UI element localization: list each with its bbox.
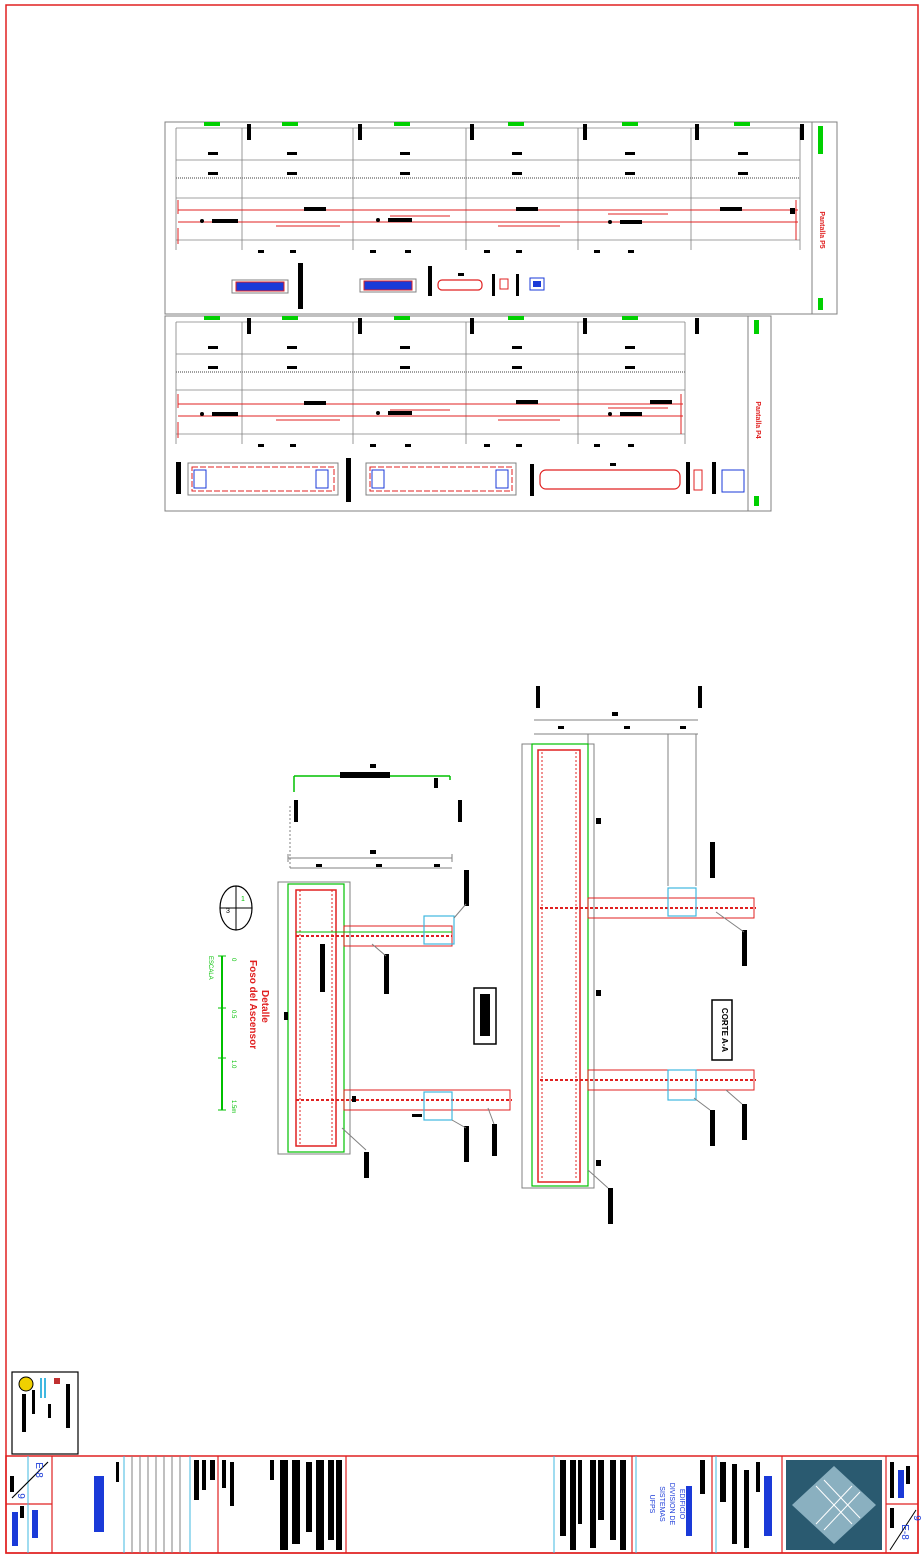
pit-large-wall-lower: [540, 1069, 756, 1146]
sheet-number-cell-right: E-8 9: [889, 1509, 922, 1551]
scale-bar: ESCALA 0 0.5 1.0 1.5m: [207, 955, 236, 1113]
beam-panel-lower-frame: [164, 315, 772, 512]
beam-grid-upper: [175, 127, 801, 250]
svg-text:E-8: E-8: [899, 1524, 910, 1540]
pit-large-rebar: [537, 749, 581, 1183]
project-title: EDIFICIO DIVISION DE SISTEMAS UFPS: [648, 1483, 685, 1526]
svg-text:1: 1: [241, 896, 245, 903]
svg-text:1.0: 1.0: [230, 1060, 236, 1069]
sheet-number-cell: E-8 9: [10, 1461, 49, 1546]
svg-text:CORTE A-A: CORTE A-A: [720, 1008, 729, 1052]
pit-dimension-large: [534, 686, 702, 896]
legend-box: [11, 1371, 79, 1455]
beam-panel-upper-frame: [164, 121, 838, 315]
svg-text:ESCALA: ESCALA: [207, 956, 213, 980]
beam-rebar-upper: [177, 200, 798, 244]
beam-axis-markers-lower: [204, 316, 759, 506]
pit-wall-lower: [296, 1089, 512, 1178]
sheet-id: E-8: [33, 1462, 44, 1478]
svg-text:EDIFICIO: EDIFICIO: [678, 1489, 685, 1520]
svg-text:9: 9: [911, 1515, 922, 1521]
pit-center-tag: [473, 987, 497, 1045]
pit-slab-outline: [277, 881, 351, 1155]
pit-large-outline: [521, 743, 595, 1189]
section-tag: CORTE A-A: [711, 999, 733, 1061]
pit-large-wall-upper: [540, 842, 756, 966]
beam-rebar-lower: [177, 394, 683, 438]
ufps-logo: [786, 1460, 882, 1550]
beam-axis-label-lower: Pantalla P4: [754, 401, 761, 438]
svg-text:SISTEMAS: SISTEMAS: [658, 1486, 665, 1522]
svg-text:3: 3: [226, 908, 230, 915]
beam-sections-upper: [231, 263, 545, 309]
sheet-total: 9: [15, 1493, 26, 1499]
svg-text:UFPS: UFPS: [648, 1495, 655, 1514]
svg-text:DIVISION DE: DIVISION DE: [668, 1483, 675, 1526]
elevator-pit-detail: CORTE A-A 1 3 Detalle Foso del Ascensor …: [207, 686, 756, 1224]
beam-labels-lower: [200, 318, 699, 447]
pit-slab-rebar: [295, 889, 337, 1147]
beam-labels-upper: [200, 124, 804, 253]
svg-text:0: 0: [230, 958, 236, 962]
svg-text:0.5: 0.5: [230, 1010, 236, 1019]
beam-axis-label-upper: Pantalla P5: [818, 211, 825, 248]
sheet-border: [5, 4, 919, 1554]
svg-text:1.5m: 1.5m: [230, 1100, 236, 1113]
beam-sections-lower: [176, 458, 745, 502]
beam-detail-panel: Pantalla P5: [164, 121, 838, 512]
detail-title: Detalle: [259, 990, 270, 1023]
detail-subtitle: Foso del Ascensor: [247, 960, 258, 1049]
beam-grid-lower: [175, 321, 686, 444]
pit-wall-upper: [296, 903, 467, 994]
title-block: E-8 9: [5, 1455, 922, 1554]
pit-dimension-top: [287, 764, 469, 906]
axis-bubble: 1 3: [219, 885, 253, 931]
beam-axis-markers-upper: [204, 122, 823, 310]
